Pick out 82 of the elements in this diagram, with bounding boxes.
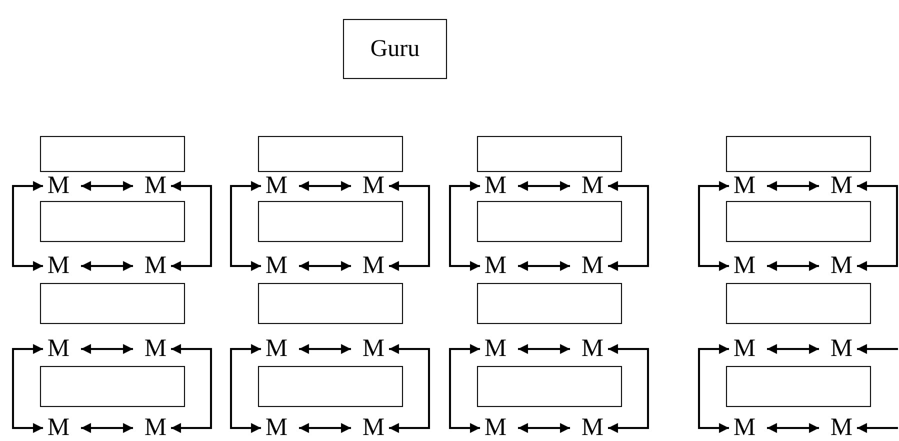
empty-box	[726, 136, 871, 172]
double-arrow	[767, 261, 819, 271]
empty-box	[726, 366, 871, 407]
bracket-arrow	[230, 181, 261, 271]
letter-label: M	[264, 337, 289, 361]
bracket-arrow	[171, 181, 212, 271]
letter-label: M	[264, 416, 289, 440]
letter-label: M	[483, 174, 508, 198]
letter-label: M	[829, 254, 854, 278]
letter-label: M	[264, 254, 289, 278]
empty-box	[258, 201, 403, 242]
letter-label: M	[732, 337, 757, 361]
double-arrow	[81, 261, 133, 271]
empty-box	[477, 283, 622, 324]
bracket-arrow	[608, 181, 649, 271]
empty-box	[258, 136, 403, 172]
letter-label: M	[143, 174, 168, 198]
bracket-arrow	[389, 181, 430, 271]
double-arrow	[518, 344, 570, 354]
letter-label: M	[580, 254, 605, 278]
letter-label: M	[361, 416, 386, 440]
double-arrow	[81, 423, 133, 433]
empty-box	[258, 283, 403, 324]
empty-box	[40, 283, 185, 324]
double-arrow	[299, 181, 351, 191]
letter-label: M	[143, 416, 168, 440]
empty-box	[40, 366, 185, 407]
bracket-arrow	[698, 344, 729, 433]
bracket-arrow	[389, 344, 430, 433]
bracket-arrow	[12, 181, 43, 271]
letter-label: M	[143, 254, 168, 278]
double-arrow	[767, 344, 819, 354]
arrow	[857, 344, 898, 354]
double-arrow	[518, 423, 570, 433]
letter-label: M	[264, 174, 289, 198]
letter-label: M	[829, 337, 854, 361]
letter-label: M	[732, 254, 757, 278]
double-arrow	[81, 181, 133, 191]
arrow	[857, 423, 898, 433]
node-box: Guru	[343, 19, 447, 79]
double-arrow	[767, 181, 819, 191]
double-arrow	[299, 344, 351, 354]
letter-label: M	[143, 337, 168, 361]
empty-box	[40, 136, 185, 172]
double-arrow	[81, 344, 133, 354]
empty-box	[477, 136, 622, 172]
letter-label: M	[580, 416, 605, 440]
double-arrow	[299, 261, 351, 271]
letter-label: M	[46, 174, 71, 198]
double-arrow	[518, 181, 570, 191]
bracket-arrow	[449, 344, 480, 433]
letter-label: M	[46, 416, 71, 440]
letter-label: M	[483, 337, 508, 361]
bracket-arrow	[698, 181, 729, 271]
empty-box	[477, 201, 622, 242]
letter-label: M	[46, 337, 71, 361]
letter-label: M	[483, 254, 508, 278]
bracket-arrow	[608, 344, 649, 433]
letter-label: M	[483, 416, 508, 440]
empty-box	[40, 201, 185, 242]
bracket-arrow	[171, 344, 212, 433]
letter-label: M	[580, 337, 605, 361]
letter-label: M	[361, 254, 386, 278]
letter-label: M	[580, 174, 605, 198]
letter-label: M	[361, 174, 386, 198]
empty-box	[258, 366, 403, 407]
double-arrow	[299, 423, 351, 433]
letter-label: M	[829, 416, 854, 440]
bracket-arrow	[449, 181, 480, 271]
letter-label: M	[829, 174, 854, 198]
letter-label: M	[46, 254, 71, 278]
letter-label: M	[732, 174, 757, 198]
bracket-arrow	[857, 181, 898, 271]
bracket-arrow	[12, 344, 43, 433]
empty-box	[726, 283, 871, 324]
letter-label: M	[361, 337, 386, 361]
letter-label: M	[732, 416, 757, 440]
empty-box	[477, 366, 622, 407]
double-arrow	[518, 261, 570, 271]
empty-box	[726, 201, 871, 242]
double-arrow	[767, 423, 819, 433]
bracket-arrow	[230, 344, 261, 433]
